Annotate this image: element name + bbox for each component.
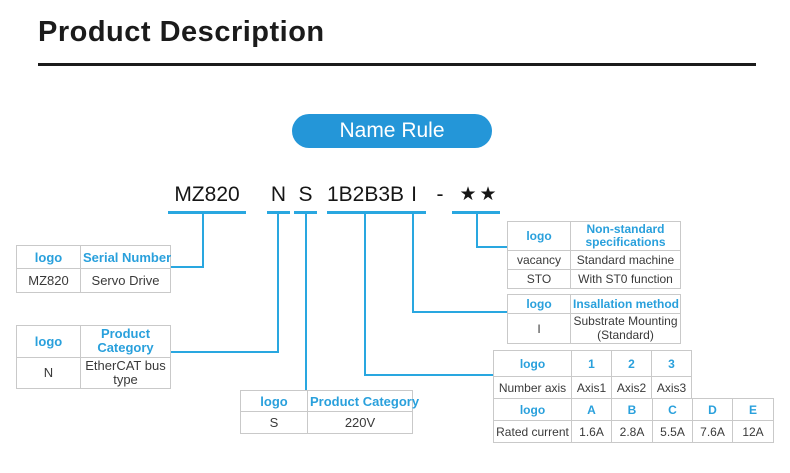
table-header-cell: Insallation method — [570, 294, 681, 314]
table-cell: Axis3 — [651, 376, 692, 399]
name-rule-badge: Name Rule — [292, 114, 492, 148]
table-cell: I — [507, 313, 571, 344]
table-cell: MZ820 — [16, 268, 81, 293]
table-header-cell: logo — [493, 350, 572, 377]
table-header-cell: B — [611, 398, 653, 421]
table-cell: 1.6A — [571, 420, 612, 443]
table-header-cell: logo — [16, 325, 81, 358]
title-underline — [38, 63, 756, 66]
code-segment-axes: 1B2B3B — [327, 183, 405, 206]
table-cell: STO — [507, 269, 571, 290]
connector-install-h — [412, 311, 507, 313]
table-cell: 5.5A — [652, 420, 693, 443]
table-cell: Servo Drive — [80, 268, 171, 293]
table-cell: Rated current — [493, 420, 572, 443]
table-header-cell: logo — [493, 398, 572, 421]
table-cell: N — [16, 356, 81, 390]
connector-axes-v — [364, 211, 366, 376]
code-segment-bus: N — [270, 183, 287, 206]
connector-serial-v — [202, 211, 204, 268]
connector-voltage-v — [305, 211, 307, 390]
code-segment-voltage: S — [298, 183, 313, 206]
table-header-cell: 3 — [651, 350, 692, 377]
nonstandard-spec-table: logo Non-standard specifications vacancy… — [507, 220, 681, 290]
table-header-cell: 1 — [571, 350, 612, 377]
table-cell: Standard machine — [570, 250, 681, 271]
connector-serial-h — [170, 266, 204, 268]
product-category-s-table: logo Product Category S 220V — [240, 390, 419, 434]
table-header-cell: Product Category — [80, 325, 171, 358]
table-header-cell: logo — [507, 294, 571, 314]
code-segment-dash: - — [436, 183, 444, 206]
table-cell: Axis2 — [611, 376, 652, 399]
connector-bus-h — [170, 351, 279, 353]
table-cell: 7.6A — [692, 420, 733, 443]
table-header-cell: E — [732, 398, 774, 421]
code-segment-install: I — [411, 183, 417, 206]
table-header-cell: logo — [16, 245, 81, 269]
page-title: Product Description — [38, 16, 325, 48]
connector-axes-h — [364, 374, 493, 376]
table-header-cell: logo — [507, 220, 571, 252]
table-cell: Number axis — [493, 376, 572, 399]
table-header-cell: Serial Number — [80, 245, 171, 269]
table-header-cell: 2 — [611, 350, 652, 377]
number-axis-table: logo 1 2 3 Number axis Axis1 Axis2 Axis3 — [493, 350, 692, 399]
table-cell: With ST0 function — [570, 269, 681, 290]
connector-bus-v — [277, 211, 279, 353]
table-cell: EtherCAT bus type — [80, 356, 171, 390]
serial-number-table: logo Serial Number MZ820 Servo Drive — [16, 245, 171, 293]
table-header-cell: D — [692, 398, 733, 421]
table-header-cell: A — [571, 398, 612, 421]
code-segment-serial: MZ820 — [174, 183, 240, 206]
table-cell: Substrate Mounting (Standard) — [570, 313, 681, 344]
table-header-cell: C — [652, 398, 693, 421]
underline-serial — [168, 211, 246, 214]
table-header-cell: Non-standard specifications — [570, 220, 681, 252]
table-header-cell: Product Category — [307, 390, 419, 412]
connector-install-v — [412, 211, 414, 313]
rated-current-table: logo A B C D E Rated current 1.6A 2.8A 5… — [493, 398, 774, 443]
table-cell: S — [240, 411, 308, 434]
underline-install — [402, 211, 426, 214]
connector-stars-h — [476, 246, 507, 248]
installation-method-table: logo Insallation method I Substrate Moun… — [507, 294, 681, 344]
code-segment-stars: ★★ — [459, 184, 500, 205]
table-header-cell: logo — [240, 390, 308, 412]
table-cell: 12A — [732, 420, 774, 443]
table-cell: vacancy — [507, 250, 571, 271]
table-cell: 220V — [307, 411, 413, 434]
table-cell: 2.8A — [611, 420, 653, 443]
connector-stars-v — [476, 211, 478, 248]
table-cell: Axis1 — [571, 376, 612, 399]
product-category-n-table: logo Product Category N EtherCAT bus typ… — [16, 325, 171, 390]
